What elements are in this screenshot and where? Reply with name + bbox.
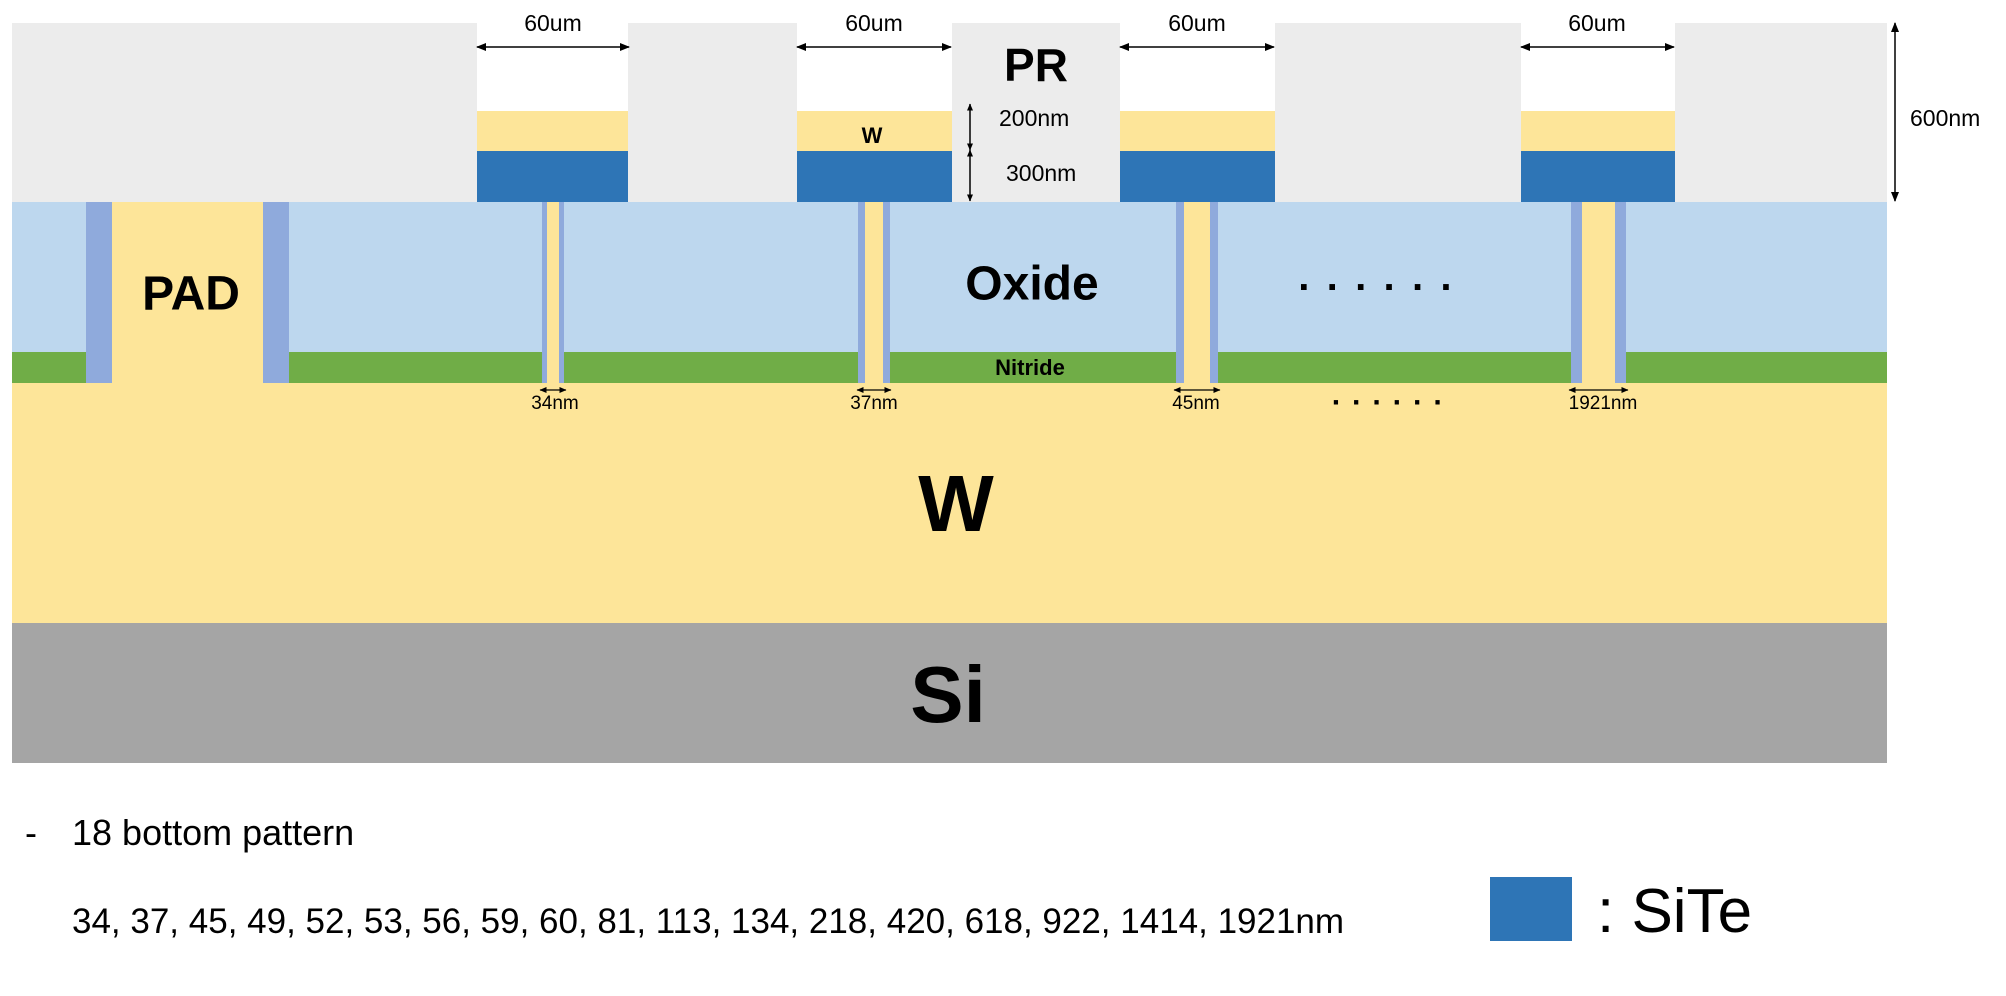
via-width-label-3: 45nm	[1172, 393, 1220, 414]
nitride-label: Nitride	[995, 355, 1065, 380]
w-cap-3	[1120, 111, 1275, 151]
opening-width-label-2: 60um	[845, 10, 903, 36]
pad-fill	[112, 202, 263, 383]
via-width-label-1: 34nm	[531, 393, 579, 414]
opening-width-label-4: 60um	[1568, 10, 1626, 36]
legend-swatch-site	[1490, 877, 1572, 941]
via-2-fill	[865, 202, 883, 383]
via-width-ellipsis: · · · · · ·	[1331, 386, 1445, 419]
pr-thickness-label: 600nm	[1910, 105, 1981, 131]
site-thickness-label: 300nm	[1006, 160, 1077, 186]
pr-opening-1	[477, 23, 628, 111]
via-3-fill	[1184, 202, 1210, 383]
w-thickness-label: 200nm	[999, 105, 1070, 131]
w-layer	[12, 383, 1887, 623]
via-width-label-4: 1921nm	[1568, 393, 1638, 414]
legend-label-site: : SiTe	[1597, 877, 1753, 946]
site-block-2	[797, 151, 952, 202]
opening-width-label-3: 60um	[1168, 10, 1226, 36]
oxide-label: Oxide	[965, 257, 1099, 311]
w-cap-2	[797, 111, 952, 151]
via-4-fill	[1582, 202, 1615, 383]
si-layer-label: Si	[910, 650, 986, 739]
pattern-list: 34, 37, 45, 49, 52, 53, 56, 59, 60, 81, …	[72, 902, 1345, 941]
site-block-3	[1120, 151, 1275, 202]
notes-title: 18 bottom pattern	[72, 812, 355, 853]
si-layer	[12, 623, 1887, 763]
w-cap-4	[1521, 111, 1675, 151]
pr-opening-3	[1120, 23, 1275, 111]
via-1-fill	[547, 202, 559, 383]
w-cap-label: W	[861, 123, 883, 148]
notes-dash: -	[25, 812, 37, 853]
opening-width-label-1: 60um	[524, 10, 582, 36]
site-block-1	[477, 151, 628, 202]
pr-label: PR	[1004, 39, 1068, 91]
pad-liner-left	[86, 202, 112, 383]
pad-liner-right	[263, 202, 289, 383]
site-block-4	[1521, 151, 1675, 202]
oxide-ellipsis: · · · · · ·	[1298, 265, 1456, 310]
pr-opening-4	[1521, 23, 1675, 111]
w-cap-1	[477, 111, 628, 151]
via-width-label-2: 37nm	[850, 393, 898, 414]
pr-opening-2	[797, 23, 952, 111]
w-layer-label: W	[918, 459, 994, 548]
pad-label: PAD	[142, 267, 240, 321]
